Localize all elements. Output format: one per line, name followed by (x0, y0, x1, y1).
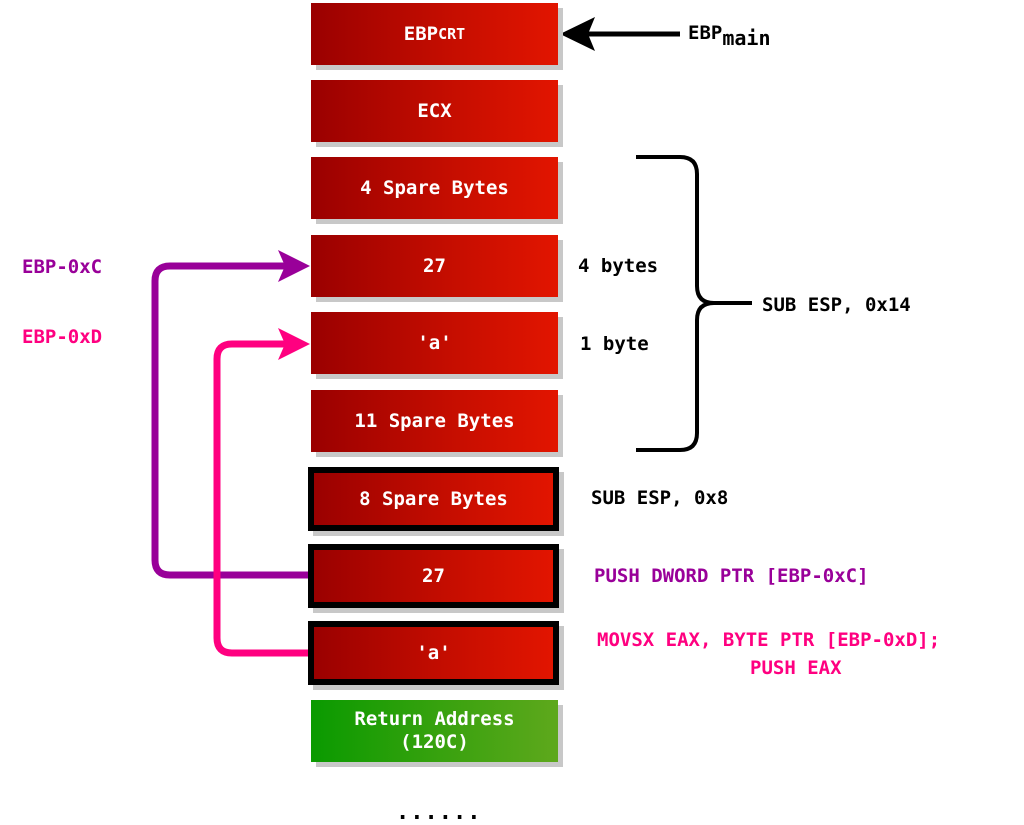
sub-esp-0x8-label: SUB ESP, 0x8 (591, 487, 729, 509)
block-label: 27 (423, 254, 446, 277)
block-label: 27 (422, 564, 445, 587)
block-label: 8 Spare Bytes (359, 487, 508, 510)
ebp-main-arrow (560, 17, 680, 51)
stack-block-ecx: ECX (311, 80, 558, 142)
stack-block-8-spare-bytes: 8 Spare Bytes (308, 467, 559, 531)
block-label: 4 Spare Bytes (360, 176, 509, 199)
ebp-main-label: EBPmain (688, 20, 771, 50)
curly-brace (636, 155, 752, 452)
sub-esp-0x14-label: SUB ESP, 0x14 (762, 294, 911, 316)
block-label: Return Address (354, 708, 515, 731)
stack-block-pushed-27: 27 (308, 544, 559, 608)
one-byte-label: 1 byte (580, 333, 649, 355)
ebp-main-subscript: main (722, 26, 771, 50)
four-bytes-label: 4 bytes (578, 255, 659, 277)
block-label: 'a' (416, 641, 451, 664)
ebp-main-text: EBP (688, 22, 723, 44)
purple-connector-arrow (151, 250, 310, 579)
stack-block-11-spare-bytes: 11 Spare Bytes (311, 390, 558, 452)
stack-block-char-a: 'a' (311, 312, 558, 374)
block-label-line2: (120C) (400, 731, 469, 753)
pink-connector-arrow (213, 328, 310, 657)
stack-block-pushed-a: 'a' (308, 621, 559, 685)
ebp-0xc-label: EBP-0xC (22, 256, 103, 278)
stack-block-27: 27 (311, 235, 558, 297)
stack-block-4-spare-bytes: 4 Spare Bytes (311, 157, 558, 219)
block-label: EBP (403, 22, 439, 45)
ebp-0xd-label: EBP-0xD (22, 326, 103, 348)
movsx-label-line1: MOVSX EAX, BYTE PTR [EBP-0xD]; (597, 629, 941, 651)
movsx-label-line2: PUSH EAX (750, 657, 842, 679)
block-label: 'a' (417, 331, 452, 354)
block-subscript: CRT (438, 25, 466, 43)
block-label: 11 Spare Bytes (354, 409, 515, 432)
block-label: ECX (417, 99, 452, 122)
stack-block-return-address: Return Address (120C) (311, 700, 558, 762)
ellipsis: ...... (396, 800, 482, 825)
push-dword-label: PUSH DWORD PTR [EBP-0xC] (594, 565, 869, 587)
